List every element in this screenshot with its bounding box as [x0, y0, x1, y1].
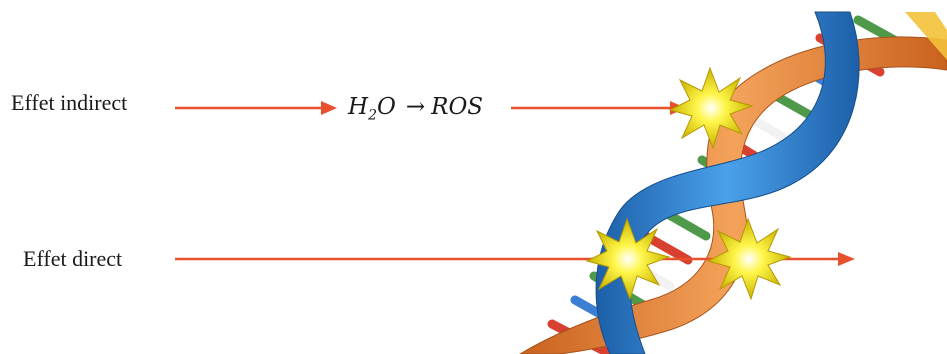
damage-burst-icon [585, 217, 671, 301]
damage-burst-icon [706, 217, 792, 301]
formula-reactant-subscript: 2 [368, 107, 377, 124]
formula-reactant-base: H [348, 94, 369, 120]
formula-product: ROS [431, 94, 484, 120]
formula-reactant-tail: O [376, 94, 396, 120]
dna-strand-blue [595, 11, 860, 354]
indirect-effect-label: Effet indirect [11, 90, 128, 115]
indirect-arrow-1 [175, 101, 337, 115]
damage-burst-icon [668, 66, 754, 150]
radiolysis-formula: H2O →ROS [348, 94, 483, 124]
direct-effect-label: Effet direct [23, 246, 123, 271]
formula-arrow: → [405, 94, 426, 120]
dna-helix-icon [519, 11, 947, 354]
indirect-arrow-2 [511, 101, 686, 115]
